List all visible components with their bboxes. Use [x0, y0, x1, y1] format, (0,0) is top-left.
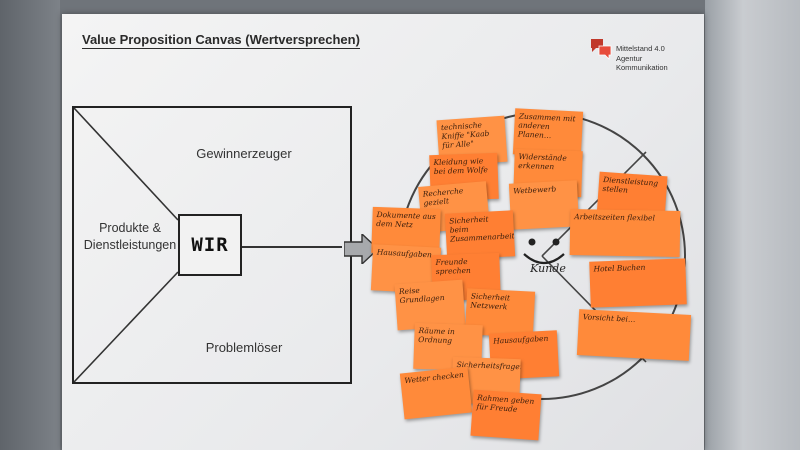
sticky-note: Rahmen geben für Freude: [470, 389, 542, 441]
sticky-note: Arbeitszeiten flexibel: [569, 209, 681, 257]
smiley-face-icon: [523, 238, 565, 265]
connector-line: [242, 246, 342, 248]
pain-relievers-label: Problemlöser: [205, 340, 283, 355]
wir-label: WIR: [191, 234, 229, 256]
product-square-diagonals: [74, 108, 179, 382]
products-label-line-2: Dienstleistungen: [83, 238, 177, 252]
products-label-line-1: Produkte &: [99, 221, 161, 235]
wall-background-left: [0, 0, 60, 450]
speech-bubbles-logo-icon: [591, 39, 612, 60]
poster-title: Value Proposition Canvas (Wertverspreche…: [82, 32, 360, 49]
gain-creators-label: Gewinnerzeuger: [196, 146, 292, 161]
brand-name: Mittelstand 4.0 Agentur Kommunikation: [616, 44, 668, 73]
customer-label: Kunde: [530, 262, 566, 275]
brand-line-3: Kommunikation: [616, 63, 668, 72]
arrow-right-icon: [344, 234, 378, 264]
products-services-label: Produkte & Dienstleistungen: [80, 220, 180, 254]
sticky-note: Wetbewerb: [508, 180, 580, 230]
canvas-poster: Value Proposition Canvas (Wertverspreche…: [62, 14, 704, 450]
brand-line-1: Mittelstand 4.0: [616, 44, 665, 53]
sticky-note: Wetter checken: [399, 366, 473, 420]
product-square: Gewinnerzeuger Produkte & Dienstleistung…: [72, 106, 352, 384]
sticky-note: Vorsicht bei…: [576, 309, 692, 361]
brand-line-2: Agentur: [616, 53, 643, 63]
brand-logo: Mittelstand 4.0 Agentur Kommunikation: [588, 34, 688, 78]
wir-box: WIR: [178, 214, 242, 276]
sticky-note: Sicherheit beim Zusammenarbeiten: [444, 210, 516, 260]
sticky-note: Hotel Buchen: [589, 258, 687, 308]
wall-background-right: [705, 0, 800, 450]
